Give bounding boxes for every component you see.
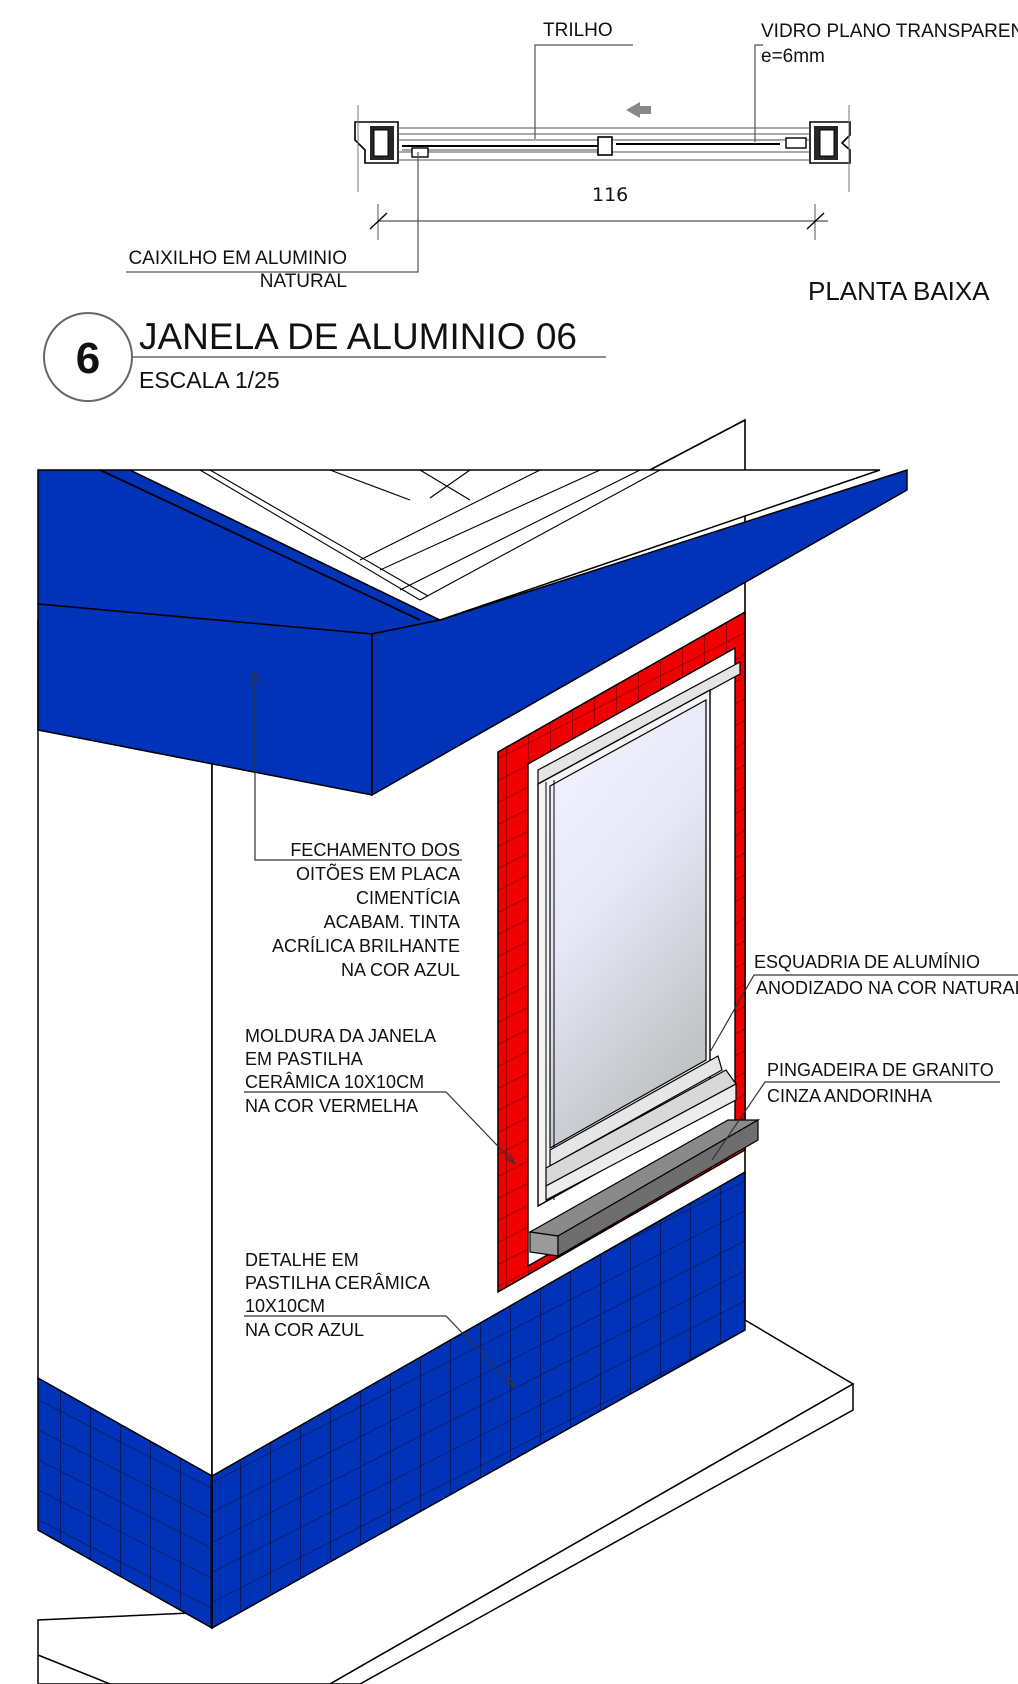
svg-text:10X10CM: 10X10CM bbox=[245, 1296, 325, 1316]
granite-sill-side bbox=[557, 1118, 759, 1258]
leader-moldura bbox=[244, 1091, 516, 1165]
leader-esquadria bbox=[709, 974, 1018, 1053]
drawing-scale: ESCALA 1/25 bbox=[139, 367, 280, 393]
svg-text:NA COR AZUL: NA COR AZUL bbox=[245, 1320, 364, 1340]
svg-text:MOLDURA DA JANELA: MOLDURA DA JANELA bbox=[245, 1026, 436, 1046]
label-caixilho-1: CAIXILHO EM ALUMINIO bbox=[128, 248, 347, 269]
view-label: PLANTA BAIXA bbox=[808, 276, 990, 306]
svg-text:PASTILHA CERÂMICA: PASTILHA CERÂMICA bbox=[245, 1273, 430, 1293]
svg-text:CIMENTÍCIA: CIMENTÍCIA bbox=[356, 888, 460, 908]
svg-text:FECHAMENTO DOS: FECHAMENTO DOS bbox=[290, 840, 460, 860]
isometric-view: FECHAMENTO DOS OITÕES EM PLACA CIMENTÍCI… bbox=[37, 418, 1018, 1684]
svg-text:EM PASTILHA: EM PASTILHA bbox=[245, 1049, 363, 1069]
title-block: 6 JANELA DE ALUMINIO 06 ESCALA 1/25 bbox=[43, 312, 606, 402]
annotation-pingadeira: PINGADEIRA DE GRANITO CINZA ANDORINHA bbox=[767, 1060, 994, 1106]
svg-text:NA COR VERMELHA: NA COR VERMELHA bbox=[245, 1096, 418, 1116]
svg-text:OITÕES EM PLACA: OITÕES EM PLACA bbox=[296, 863, 460, 884]
svg-text:DETALHE EM: DETALHE EM bbox=[245, 1250, 359, 1270]
leader-fechamento bbox=[254, 672, 462, 861]
svg-text:ANODIZADO NA COR NATURAL: ANODIZADO NA COR NATURAL bbox=[756, 978, 1018, 998]
window-glass bbox=[549, 698, 707, 1150]
svg-text:ESQUADRIA DE ALUMÍNIO: ESQUADRIA DE ALUMÍNIO bbox=[754, 952, 980, 972]
label-caixilho-2: NATURAL bbox=[260, 271, 347, 292]
label-vidro-thickness: e=6mm bbox=[761, 46, 825, 67]
leader-detalhe bbox=[244, 1315, 516, 1389]
svg-text:CINZA ANDORINHA: CINZA ANDORINHA bbox=[767, 1086, 932, 1106]
annotation-detalhe: DETALHE EM PASTILHA CERÂMICA 10X10CM NA … bbox=[245, 1250, 430, 1340]
annotation-moldura: MOLDURA DA JANELA EM PASTILHA CERÂMICA 1… bbox=[245, 1026, 436, 1116]
annotation-esquadria: ESQUADRIA DE ALUMÍNIO ANODIZADO NA COR N… bbox=[754, 952, 1018, 998]
svg-text:PINGADEIRA DE GRANITO: PINGADEIRA DE GRANITO bbox=[767, 1060, 994, 1080]
svg-text:ACABAM. TINTA: ACABAM. TINTA bbox=[324, 912, 460, 932]
plan-view: TRILHO VIDRO PLANO TRANSPARENTE e=6mm 11… bbox=[126, 20, 1018, 306]
annotation-fechamento: FECHAMENTO DOS OITÕES EM PLACA CIMENTÍCI… bbox=[272, 840, 460, 980]
label-trilho: TRILHO bbox=[543, 20, 613, 41]
granite-sill-front bbox=[529, 1231, 559, 1257]
dimension-width: 116 bbox=[592, 184, 628, 206]
svg-text:CERÂMICA 10X10CM: CERÂMICA 10X10CM bbox=[245, 1072, 424, 1092]
sliding-direction-arrow bbox=[626, 102, 651, 118]
svg-text:ACRÍLICA BRILHANTE: ACRÍLICA BRILHANTE bbox=[272, 936, 460, 956]
label-vidro: VIDRO PLANO TRANSPARENTE bbox=[761, 21, 1018, 42]
blue-tile-left bbox=[37, 1376, 213, 1630]
detail-number: 6 bbox=[76, 334, 100, 383]
leader-pingadeira bbox=[711, 1081, 1000, 1161]
svg-text:NA COR AZUL: NA COR AZUL bbox=[341, 960, 460, 980]
drawing-title: JANELA DE ALUMINIO 06 bbox=[139, 316, 577, 357]
